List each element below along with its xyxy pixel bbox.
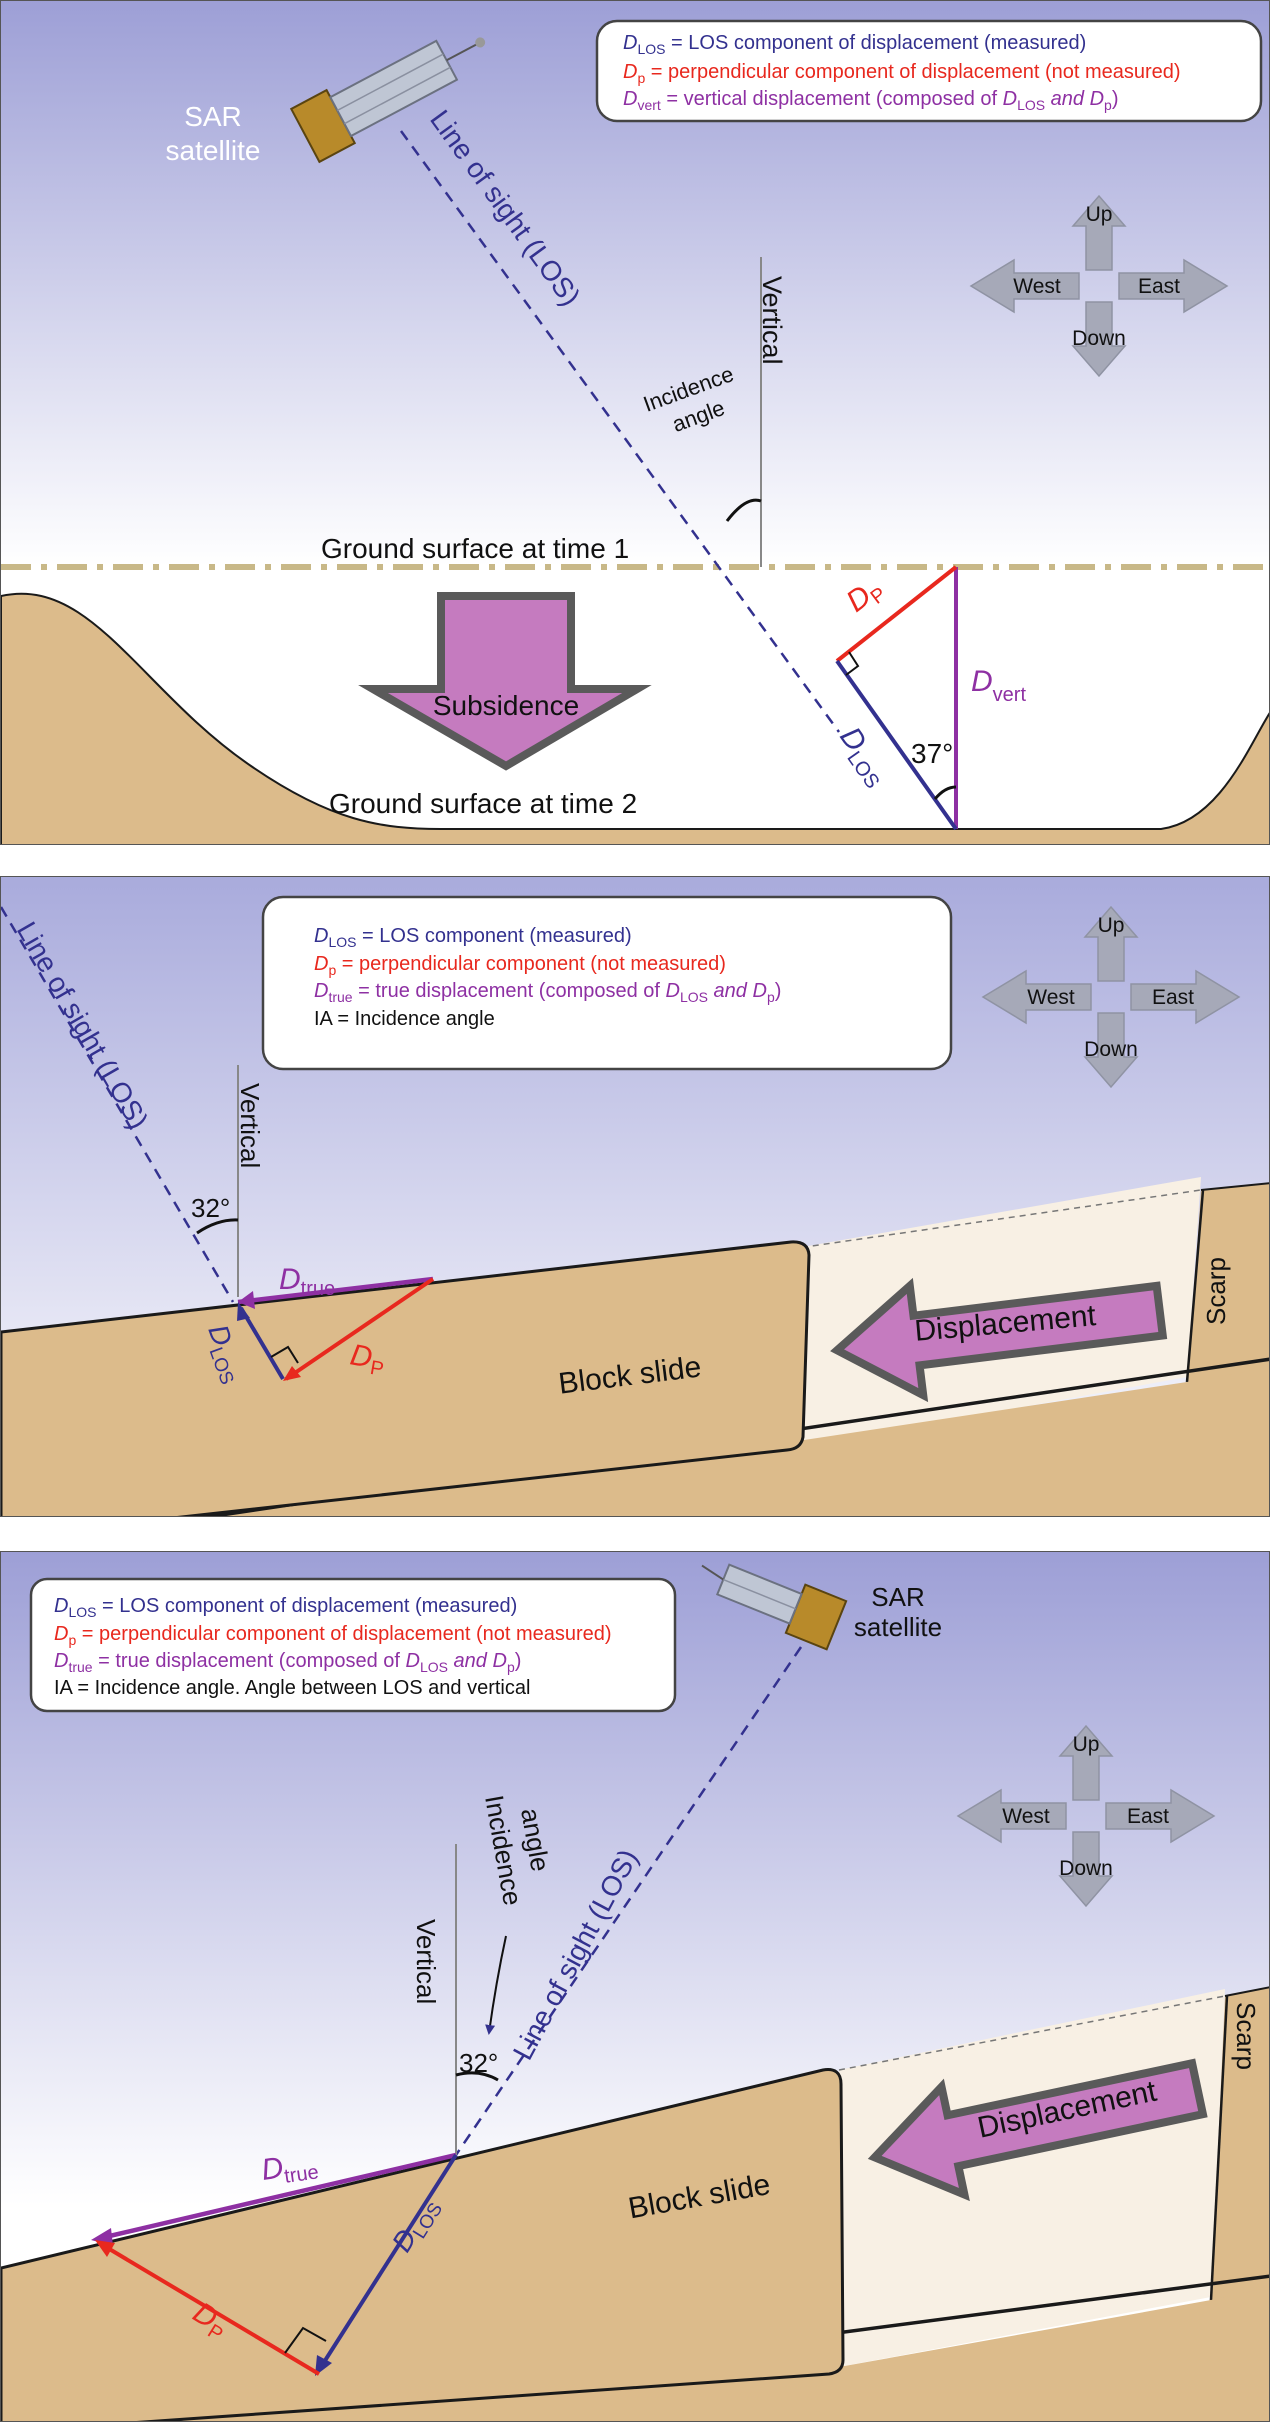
compass-east: East bbox=[1127, 1805, 1169, 1828]
satellite-icon bbox=[701, 1563, 848, 1651]
scarp-label: Scarp bbox=[1201, 1257, 1231, 1325]
d-p-vector bbox=[104, 2245, 321, 2376]
d-p-label: DP bbox=[840, 571, 890, 622]
compass-up: Up bbox=[1086, 203, 1113, 226]
block-slide-panel-detailed: Block slide Displacement Scarp SAR satel… bbox=[0, 1551, 1270, 2422]
compass-down: Down bbox=[1072, 327, 1126, 350]
legend-los: DLOS = LOS component of displacement (me… bbox=[623, 32, 1086, 57]
d-los-vector bbox=[317, 2153, 458, 2372]
legend-true: Dtrue = true displacement (composed of D… bbox=[54, 1650, 521, 1675]
satellite-label-line1: SAR bbox=[871, 1582, 924, 1612]
satellite-icon bbox=[289, 37, 486, 164]
satellite-label-line1: SAR bbox=[184, 101, 242, 132]
legend-los: DLOS = LOS component of displacement (me… bbox=[54, 1595, 517, 1620]
d-los-arrowhead bbox=[237, 1302, 250, 1321]
d-p-arrowhead bbox=[95, 2240, 115, 2257]
d-los-arrowhead bbox=[315, 2355, 332, 2376]
legend-ia: IA = Incidence angle bbox=[314, 1008, 495, 1030]
ground-basin bbox=[1, 592, 1269, 844]
compass-east: East bbox=[1152, 986, 1194, 1009]
lower-ground bbox=[30, 2287, 1269, 2421]
block-slide-panel-simple: Block slide Displacement Scarp Line of s… bbox=[0, 876, 1270, 1517]
compass-east: East bbox=[1138, 275, 1180, 298]
displacement-arrow-icon bbox=[830, 1277, 1168, 1403]
compass-west: West bbox=[1002, 1805, 1050, 1828]
d-true-vector bbox=[100, 2152, 457, 2241]
angle-37-arc bbox=[933, 785, 957, 800]
d-los-vector bbox=[239, 1306, 285, 1381]
compass-up: Up bbox=[1098, 914, 1125, 937]
right-angle-mark bbox=[284, 2326, 327, 2354]
vertical-label: Vertical bbox=[235, 1083, 265, 1168]
block-slide-diagram-2: Block slide Displacement Scarp SAR satel… bbox=[1, 1552, 1269, 2421]
los-line bbox=[399, 130, 841, 733]
subsidence-diagram: Ground surface at time 1 Ground surface … bbox=[1, 1, 1269, 844]
angle-arc bbox=[455, 2071, 499, 2082]
scarp-face bbox=[1209, 1995, 1229, 2301]
legend-p: Dp = perpendicular component of displace… bbox=[623, 61, 1181, 86]
angle-32-label: 32° bbox=[459, 2048, 498, 2078]
legend-p: Dp = perpendicular component (not measur… bbox=[314, 953, 726, 978]
right-angle-mark bbox=[845, 651, 860, 676]
vertical-label: Vertical bbox=[411, 1919, 441, 2004]
scarp-dashed-line bbox=[790, 1189, 1202, 1250]
ground-time2-label: Ground surface at time 2 bbox=[329, 788, 637, 819]
subsidence-label: Subsidence bbox=[433, 690, 579, 721]
incidence-pointer bbox=[485, 1935, 507, 2035]
scarp-face bbox=[1185, 1189, 1205, 1383]
compass-down: Down bbox=[1059, 1857, 1113, 1880]
d-p-vector bbox=[835, 565, 958, 663]
compass-down: Down bbox=[1084, 1038, 1138, 1061]
d-true-vector bbox=[237, 1276, 434, 1305]
block-slide-diagram-1: Block slide Displacement Scarp Line of s… bbox=[1, 877, 1269, 1516]
compass-icon: Up Down West East bbox=[956, 1724, 1216, 1908]
compass-icon: Up Down West East bbox=[981, 905, 1241, 1089]
legend-box: DLOS = LOS component of displacement (me… bbox=[29, 1577, 677, 1713]
compass-west: West bbox=[1027, 986, 1075, 1009]
legend-true: Dtrue = true displacement (composed of D… bbox=[314, 980, 781, 1005]
los-line bbox=[454, 1646, 803, 2156]
compass-west: West bbox=[1013, 275, 1061, 298]
legend-vert: Dvert = vertical displacement (composed … bbox=[623, 88, 1119, 113]
incidence-angle-arc bbox=[725, 498, 762, 522]
d-true-arrowhead bbox=[238, 1291, 255, 1309]
legend-ia: IA = Incidence angle. Angle between LOS … bbox=[54, 1677, 530, 1699]
legend-box: DLOS = LOS component (measured) Dp = per… bbox=[261, 895, 953, 1071]
angle-37-label: 37° bbox=[911, 738, 953, 769]
angle-arc bbox=[196, 1218, 239, 1235]
compass-icon: Up Down West East bbox=[969, 194, 1229, 378]
d-vert-label: Dvert bbox=[971, 665, 1026, 706]
vertical-label: Vertical bbox=[757, 276, 787, 365]
right-angle-mark bbox=[270, 1345, 299, 1364]
d-p-vector bbox=[284, 1277, 435, 1381]
displacement-arrow-icon bbox=[867, 2058, 1208, 2202]
subsidence-arrow-icon bbox=[358, 592, 652, 771]
legend-los: DLOS = LOS component (measured) bbox=[314, 925, 632, 950]
los-line bbox=[1, 906, 235, 1303]
block-slide-shape bbox=[1, 1240, 811, 1516]
angle-32-label: 32° bbox=[191, 1193, 230, 1223]
satellite-label-line2: satellite bbox=[854, 1612, 942, 1642]
satellite-label-line2: satellite bbox=[166, 135, 261, 166]
legend-box: DLOS = LOS component of displacement (me… bbox=[595, 19, 1263, 123]
subsidence-panel: Ground surface at time 1 Ground surface … bbox=[0, 0, 1270, 845]
d-p-arrowhead bbox=[283, 1366, 301, 1381]
ground-time1-label: Ground surface at time 1 bbox=[321, 533, 629, 564]
d-los-vector bbox=[835, 659, 958, 831]
compass-up: Up bbox=[1073, 1733, 1100, 1756]
scarp-label: Scarp bbox=[1231, 2002, 1261, 2070]
block-slide-shape bbox=[1, 2068, 845, 2421]
legend-p: Dp = perpendicular component of displace… bbox=[54, 1623, 612, 1648]
